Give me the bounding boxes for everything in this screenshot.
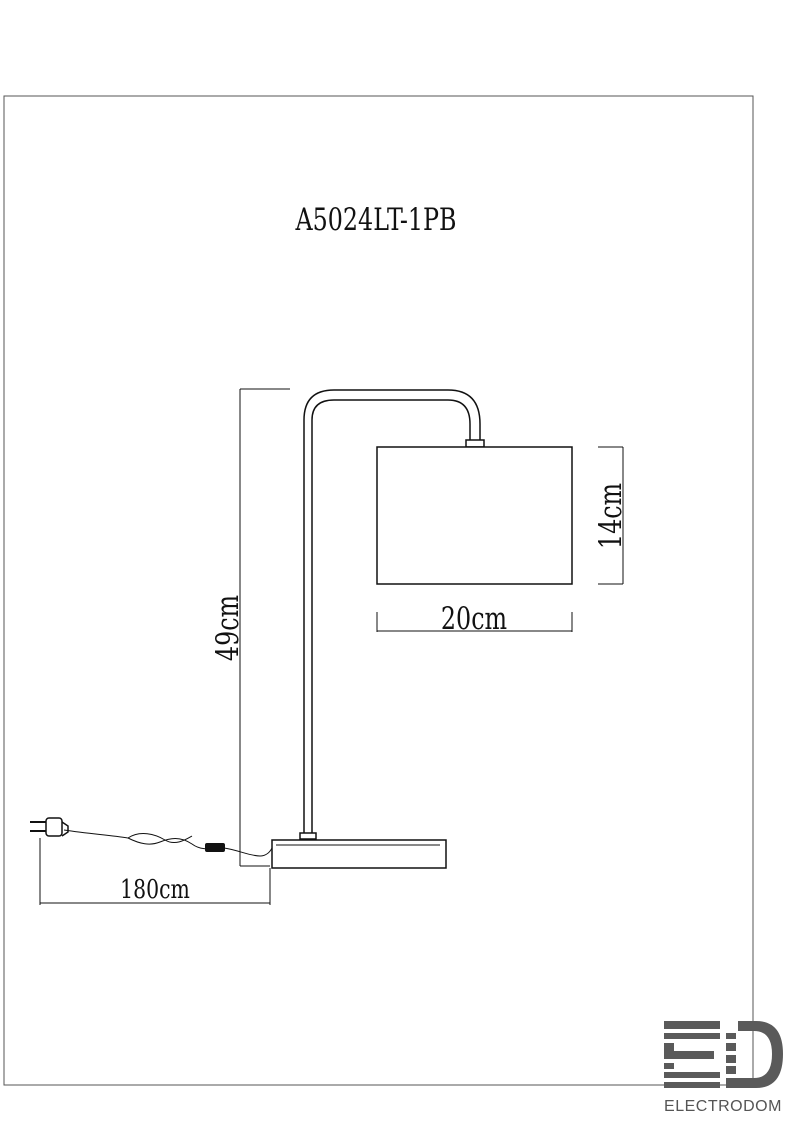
- arm-collar: [299, 832, 317, 840]
- model-code: A5024LT-1PB: [295, 202, 457, 238]
- shade-height-dimension: 14cm: [593, 446, 629, 585]
- lamp-base: [271, 839, 447, 869]
- drawing-frame: [3, 95, 754, 1086]
- lamp-shade: [376, 446, 573, 585]
- cord-length-label: 180cm: [120, 873, 190, 904]
- shade-width-dimension: 20cm: [376, 601, 573, 637]
- height-label: 49cm: [210, 595, 246, 661]
- shade-width-label: 20cm: [441, 601, 507, 637]
- height-dimension: 49cm: [210, 388, 290, 867]
- brand-name: ELECTRODOM: [664, 1098, 782, 1115]
- lamp-illustration: [271, 389, 573, 869]
- power-cord: [30, 817, 273, 857]
- cord-switch-icon: [205, 843, 225, 852]
- shade-height-label: 14cm: [593, 483, 629, 549]
- shade-socket: [465, 439, 485, 448]
- electrodom-logo: [664, 1021, 783, 1088]
- plug-icon: [30, 817, 69, 837]
- cord-length-dimension: 180cm: [39, 838, 271, 905]
